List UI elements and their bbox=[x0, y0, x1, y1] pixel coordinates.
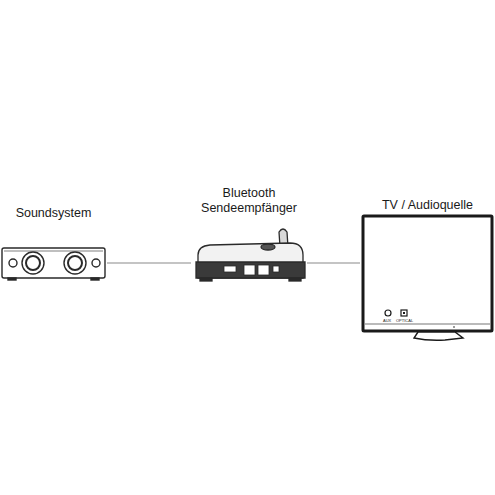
device-label: Bluetooth Sendeempfänger bbox=[194, 186, 304, 216]
transceiver-illustration bbox=[196, 229, 305, 281]
device-label: Soundsystem bbox=[0, 206, 107, 221]
device-group: Soundsystem bbox=[0, 206, 107, 284]
port-label: AUX bbox=[383, 318, 391, 323]
port-label: OPTICAL bbox=[396, 318, 413, 323]
device-label: TV / Audioquelle bbox=[360, 198, 495, 213]
device-group: TV / Audioquelle bbox=[360, 198, 495, 344]
tv-illustration bbox=[363, 216, 492, 340]
device-group: Bluetooth Sendeempfänger bbox=[191, 186, 307, 284]
soundbar-illustration bbox=[2, 248, 105, 280]
cable-line bbox=[107, 262, 191, 263]
cable-line bbox=[307, 262, 360, 263]
